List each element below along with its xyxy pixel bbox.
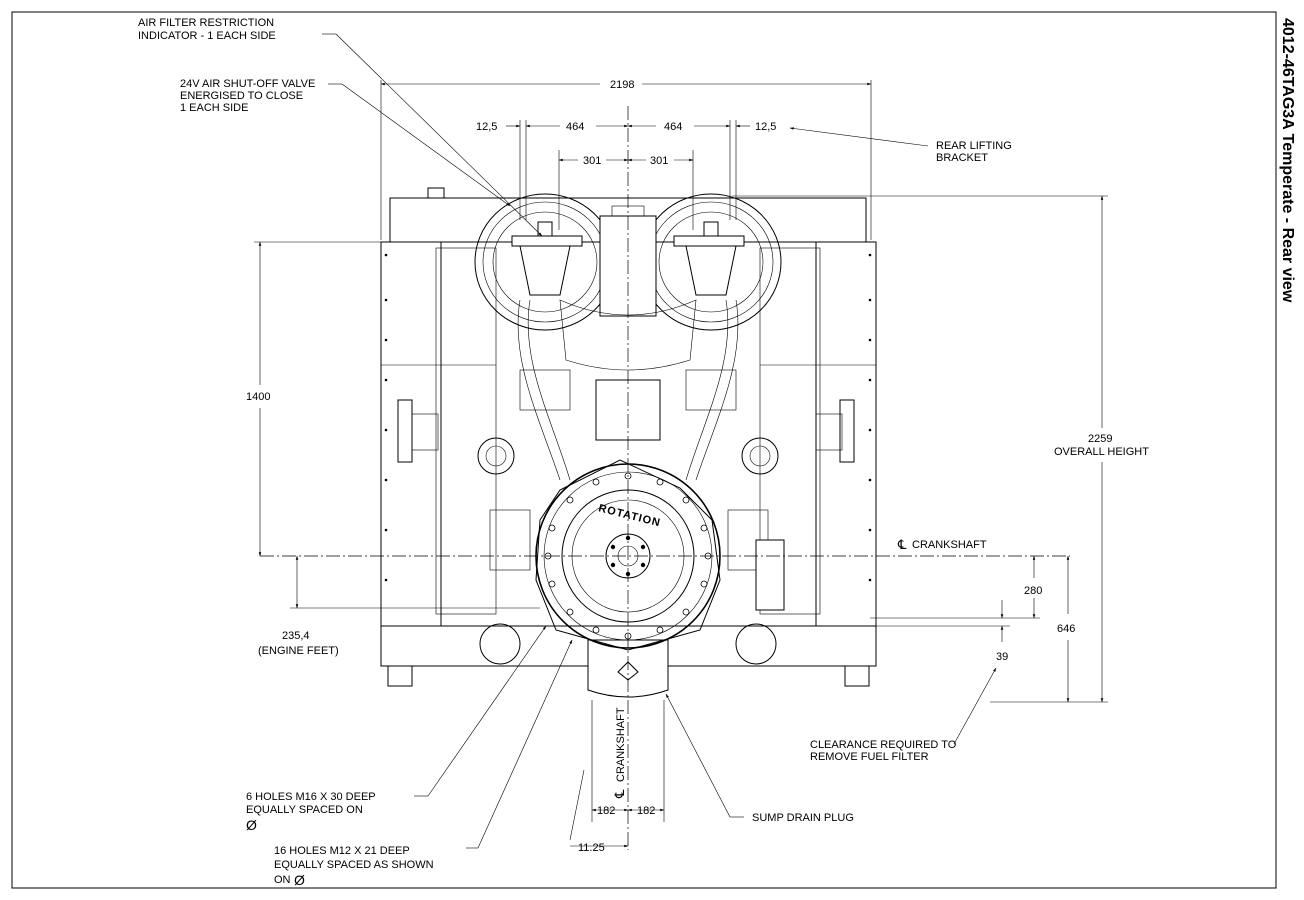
dim-12-5-right: 12,5 xyxy=(755,121,776,133)
dim-182-left: 182 xyxy=(597,805,615,817)
dim-12-5-left: 12,5 xyxy=(476,121,497,133)
dim-overall-height-value: 2259 xyxy=(1088,433,1112,445)
dim-464-right: 464 xyxy=(664,121,682,133)
rotation-label: ROTATION xyxy=(597,502,662,529)
holes16-note-line1: 16 HOLES M12 X 21 DEEP xyxy=(274,845,410,857)
bottom-dimension-lines xyxy=(569,700,665,848)
drawing-border xyxy=(11,11,1277,889)
right-dimension-lines xyxy=(732,195,1108,703)
crankshaft-centreline-symbol-v: ℄ xyxy=(612,789,627,799)
dim-1400: 1400 xyxy=(246,391,270,403)
holes16-diameter-symbol: Ø xyxy=(294,872,305,888)
dim-2198: 2198 xyxy=(610,79,634,91)
leader-lines xyxy=(322,33,997,849)
crankshaft-centreline-symbol-h: ℄ xyxy=(897,537,907,552)
clearance-note-line1: CLEARANCE REQUIRED TO xyxy=(810,739,957,751)
dim-464-left: 464 xyxy=(566,121,584,133)
crankshaft-label-vertical: CRANKSHAFT xyxy=(615,707,627,782)
valve-note-line3: 1 EACH SIDE xyxy=(180,102,248,114)
holes6-note-line2: EQUALLY SPACED ON xyxy=(246,804,363,816)
dim-646: 646 xyxy=(1057,623,1075,635)
holes16-note-line3: ON xyxy=(274,874,291,886)
dim-39: 39 xyxy=(996,651,1008,663)
holes16-note-line2: EQUALLY SPACED AS SHOWN xyxy=(274,859,434,871)
valve-note-line2: ENERGISED TO CLOSE xyxy=(180,90,303,102)
holes6-note-line1: 6 HOLES M16 X 30 DEEP xyxy=(246,791,376,803)
drawing-title: 4012-46TAG3A Temperate - Rear view xyxy=(1279,18,1296,303)
dim-280: 280 xyxy=(1024,585,1042,597)
dim-engine-feet-label: (ENGINE FEET) xyxy=(258,645,339,657)
top-dimension-lines xyxy=(380,80,872,240)
dim-engine-feet-value: 235,4 xyxy=(282,630,310,642)
dim-11-25: 11.25 xyxy=(578,842,605,854)
rear-lifting-note-line1: REAR LIFTING xyxy=(936,140,1012,152)
crankshaft-label-horizontal: CRANKSHAFT xyxy=(912,539,987,551)
dim-301-left: 301 xyxy=(583,155,601,167)
dim-overall-height-label: OVERALL HEIGHT xyxy=(1054,446,1149,458)
engine-centre-section xyxy=(477,205,785,698)
sump-drain-note: SUMP DRAIN PLUG xyxy=(752,812,854,824)
left-dimension-lines xyxy=(254,241,540,609)
dim-301-right: 301 xyxy=(650,155,668,167)
rear-lifting-note-line2: BRACKET xyxy=(936,152,988,164)
holes6-diameter-symbol: Ø xyxy=(246,817,257,833)
air-filter-note-line2: INDICATOR - 1 EACH SIDE xyxy=(138,30,276,42)
air-filter-note-line1: AIR FILTER RESTRICTION xyxy=(138,17,274,29)
valve-note-line1: 24V AIR SHUT-OFF VALVE xyxy=(180,78,315,90)
dim-182-right: 182 xyxy=(637,805,655,817)
air-filter-left xyxy=(474,193,616,331)
clearance-note-line2: REMOVE FUEL FILTER xyxy=(810,751,929,763)
